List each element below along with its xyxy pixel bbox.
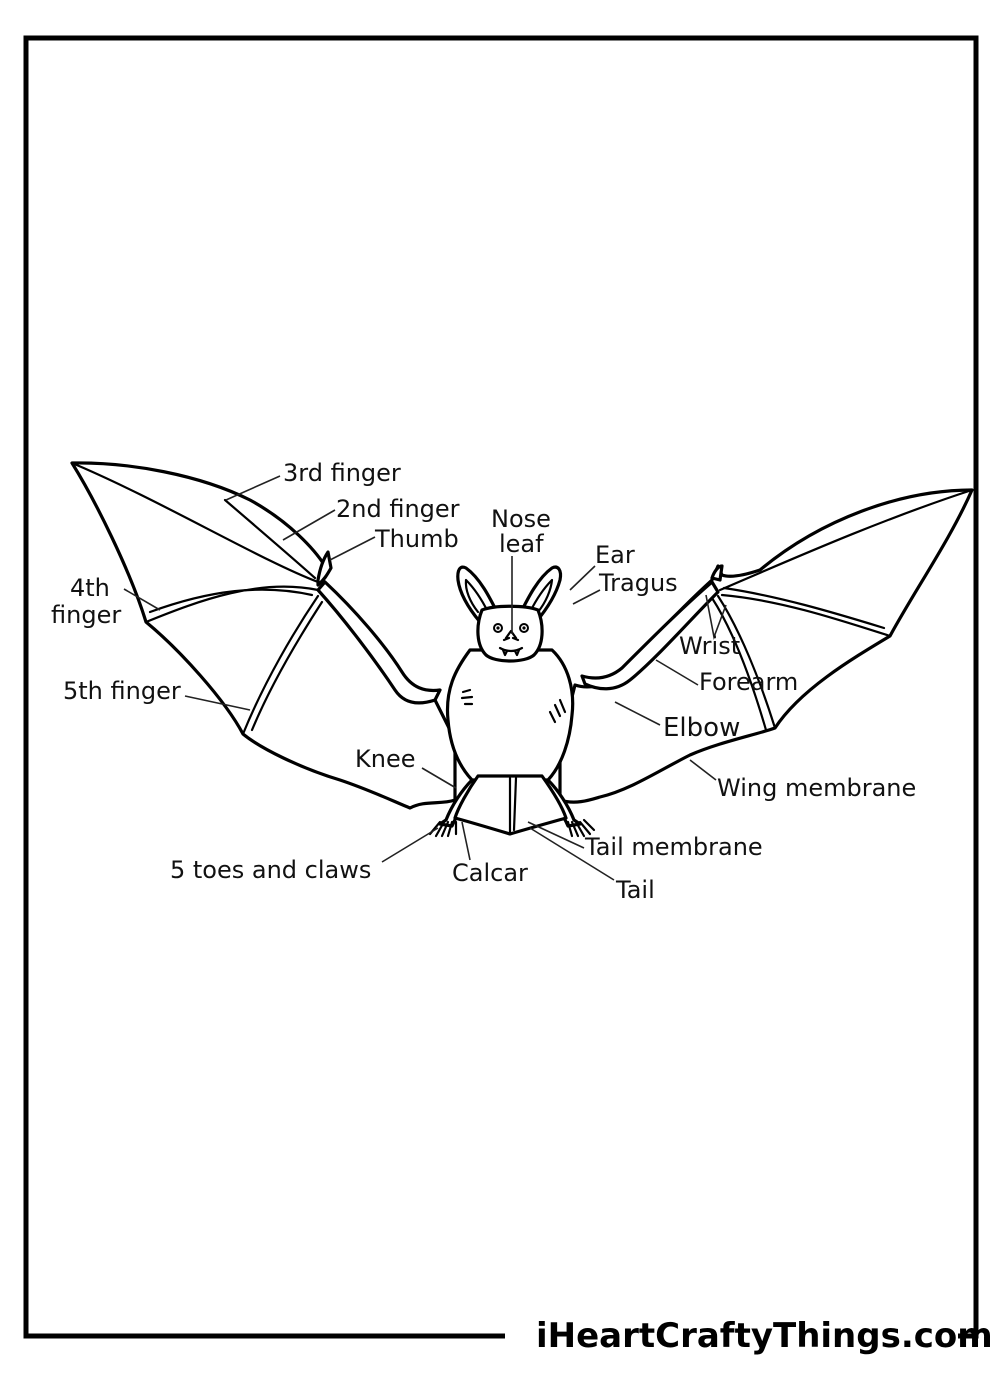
leader-tragus bbox=[572, 589, 601, 605]
fur-right bbox=[548, 698, 567, 724]
label-tragus: Tragus bbox=[598, 569, 678, 597]
label-3rd-finger: 3rd finger bbox=[283, 459, 401, 487]
label-tail: Tail bbox=[615, 876, 655, 904]
leader-5th-finger bbox=[184, 695, 251, 711]
label-thumb: Thumb bbox=[374, 525, 459, 553]
label-tail-membrane: Tail membrane bbox=[584, 833, 763, 861]
nose-leaf-shape bbox=[502, 629, 520, 642]
right-finger-4b bbox=[722, 586, 886, 630]
leader-tail-membrane bbox=[527, 821, 585, 849]
label-nose-leaf-1: Nose bbox=[491, 505, 551, 533]
left-finger-4b bbox=[148, 588, 314, 614]
leader-tail bbox=[529, 827, 615, 881]
right-finger-3 bbox=[718, 488, 974, 592]
tail-bone bbox=[508, 776, 518, 834]
label-calcar: Calcar bbox=[452, 859, 528, 887]
leader-3rd-finger bbox=[225, 475, 281, 501]
right-toes bbox=[566, 818, 596, 838]
label-nose-leaf-2: leaf bbox=[499, 530, 544, 558]
left-wing-membrane bbox=[70, 461, 457, 810]
watermark-text: iHeartCraftyThings.com bbox=[536, 1316, 993, 1356]
right-finger-4 bbox=[720, 593, 892, 638]
leader-toes bbox=[381, 827, 439, 863]
leader-elbow bbox=[614, 701, 661, 726]
fur-left bbox=[460, 688, 474, 706]
leader-lines bbox=[123, 475, 727, 881]
leader-calcar bbox=[461, 821, 471, 861]
right-forearm bbox=[580, 580, 720, 691]
label-wrist: Wrist bbox=[679, 632, 740, 660]
label-knee: Knee bbox=[355, 745, 415, 773]
right-pupil bbox=[522, 626, 526, 630]
left-forearm bbox=[316, 580, 442, 705]
left-finger-3 bbox=[70, 461, 320, 584]
label-wing-membrane: Wing membrane bbox=[717, 774, 916, 802]
leader-wrist bbox=[705, 594, 727, 640]
bat-illustration bbox=[70, 461, 974, 838]
label-4th-finger-1: 4th bbox=[70, 574, 110, 602]
leader-4th-finger bbox=[123, 588, 161, 611]
right-ear-inner bbox=[528, 578, 554, 614]
label-5th-finger: 5th finger bbox=[63, 677, 181, 705]
label-2nd-finger: 2nd finger bbox=[336, 495, 460, 523]
right-thumb bbox=[710, 564, 724, 582]
labels: 3rd finger 2nd finger Thumb Nose leaf Ea… bbox=[51, 459, 916, 904]
left-finger-2 bbox=[223, 498, 317, 580]
mouth bbox=[498, 646, 524, 653]
leader-thumb bbox=[329, 536, 376, 561]
label-elbow: Elbow bbox=[663, 713, 740, 743]
label-forearm: Forearm bbox=[699, 668, 798, 696]
left-finger-5 bbox=[241, 594, 320, 736]
label-4th-finger-2: finger bbox=[51, 601, 121, 629]
leader-forearm bbox=[655, 659, 699, 686]
leader-wing-membrane bbox=[689, 759, 717, 781]
label-ear: Ear bbox=[595, 541, 635, 569]
label-toes-and-claws: 5 toes and claws bbox=[170, 856, 371, 884]
page-frame bbox=[23, 35, 979, 1339]
leader-ear bbox=[569, 565, 596, 591]
right-finger-5b bbox=[710, 596, 768, 732]
left-ear-inner bbox=[464, 578, 490, 614]
left-thumb bbox=[316, 550, 333, 587]
right-wing-membrane bbox=[558, 488, 974, 804]
bat-body bbox=[445, 648, 575, 782]
leader-knee bbox=[421, 767, 457, 789]
fangs bbox=[501, 648, 521, 657]
left-finger-4 bbox=[144, 585, 320, 624]
left-toes bbox=[428, 820, 458, 838]
leader-2nd-finger bbox=[282, 509, 336, 541]
left-finger-5b bbox=[250, 600, 324, 732]
left-pupil bbox=[496, 626, 500, 630]
